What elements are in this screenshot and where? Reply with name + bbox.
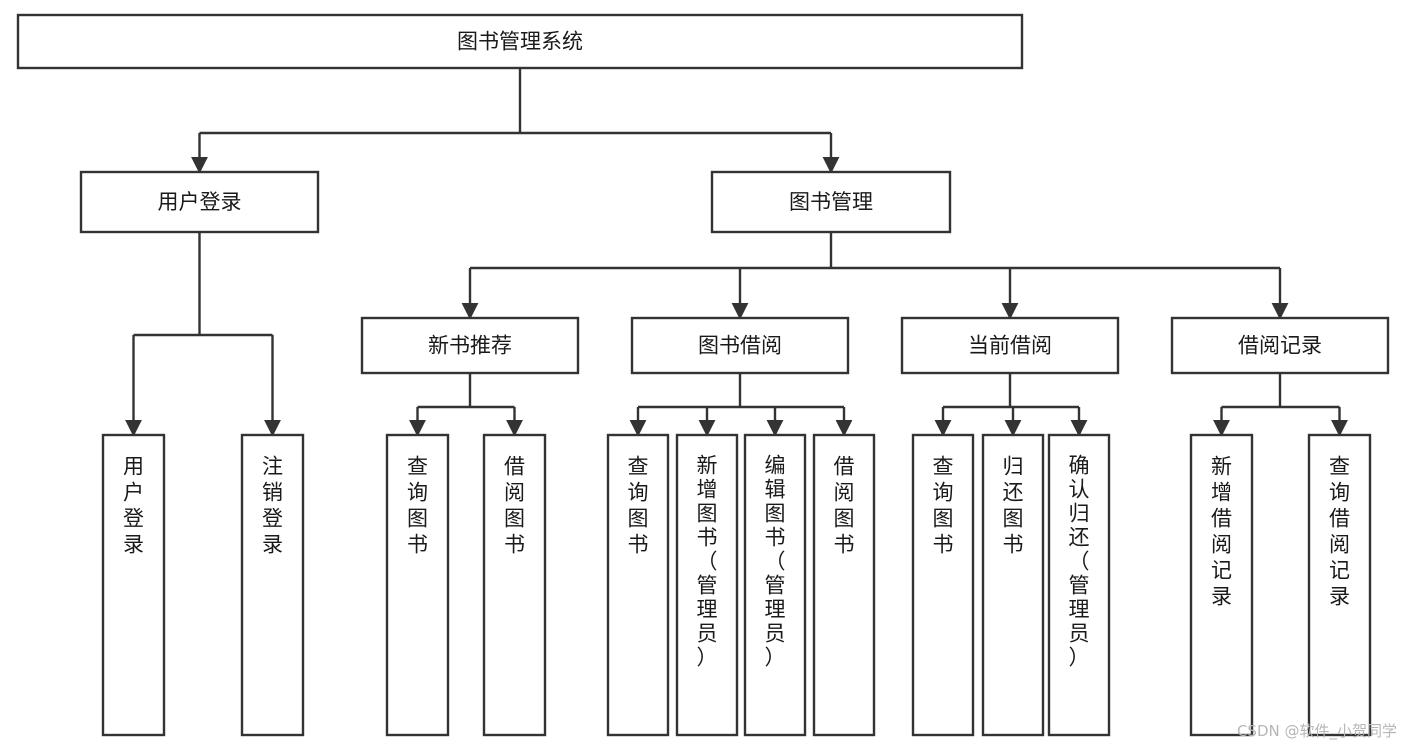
node-leaf-confirm-return[interactable]: 确认归还（管理员）: [1047, 433, 1111, 737]
node-box-leaf-add-record: [1189, 433, 1254, 737]
node-label-book-manage: 图书管理: [789, 190, 873, 214]
node-borrow-record[interactable]: 借阅记录: [1170, 316, 1390, 375]
node-label-leaf-edit-book: 编辑图书（管理员）: [765, 454, 786, 670]
node-leaf-add-book[interactable]: 新增图书（管理员）: [675, 433, 739, 737]
node-box-book-manage: [710, 170, 952, 234]
edge-group-book-manage: [461, 232, 1289, 320]
node-leaf-borrow-book-2[interactable]: 借阅图书: [812, 433, 876, 737]
node-leaf-query-book-1[interactable]: 查询图书: [385, 433, 450, 737]
node-box-leaf-query-record: [1307, 433, 1372, 737]
node-label-leaf-borrow-book-2: 借阅图书: [834, 455, 855, 557]
node-label-leaf-query-record: 查询借阅记录: [1329, 455, 1350, 609]
node-new-book-recommend[interactable]: 新书推荐: [360, 316, 580, 375]
node-leaf-logout[interactable]: 注销登录: [240, 433, 305, 737]
node-label-book-borrow: 图书借阅: [698, 334, 782, 358]
edge-group-new-book-recommend: [409, 373, 523, 437]
node-box-leaf-query-book-2: [606, 433, 670, 737]
node-box-leaf-logout: [240, 433, 305, 737]
node-label-leaf-query-book-3: 查询图书: [933, 455, 954, 557]
node-box-book-borrow: [630, 316, 850, 375]
node-box-borrow-record: [1170, 316, 1390, 375]
node-label-leaf-query-book-1: 查询图书: [407, 455, 428, 557]
node-label-new-book-recommend: 新书推荐: [428, 334, 512, 358]
node-user-login[interactable]: 用户登录: [79, 170, 320, 234]
node-box-leaf-user-login: [101, 433, 166, 737]
node-book-borrow[interactable]: 图书借阅: [630, 316, 850, 375]
node-leaf-user-login[interactable]: 用户登录: [101, 433, 166, 737]
node-box-user-login: [79, 170, 320, 234]
node-leaf-query-record[interactable]: 查询借阅记录: [1307, 433, 1372, 737]
node-leaf-query-book-3[interactable]: 查询图书: [911, 433, 975, 737]
edge-group-user-login: [125, 232, 281, 437]
node-box-root: [16, 13, 1024, 70]
node-leaf-add-record[interactable]: 新增借阅记录: [1189, 433, 1254, 737]
node-box-leaf-query-book-3: [911, 433, 975, 737]
edge-group-current-borrow: [934, 373, 1088, 437]
edge-group-book-borrow: [629, 373, 853, 437]
node-box-leaf-return-book: [981, 433, 1045, 737]
node-label-root: 图书管理系统: [457, 30, 583, 54]
node-label-leaf-query-book-2: 查询图书: [628, 455, 649, 557]
node-box-leaf-edit-book: [743, 433, 807, 737]
node-layer: 图书管理系统用户登录图书管理新书推荐图书借阅当前借阅借阅记录用户登录注销登录查询…: [16, 13, 1390, 737]
node-label-leaf-return-book: 归还图书: [1003, 455, 1024, 557]
node-box-new-book-recommend: [360, 316, 580, 375]
node-book-manage[interactable]: 图书管理: [710, 170, 952, 234]
node-box-current-borrow: [900, 316, 1120, 375]
node-leaf-borrow-book-1[interactable]: 借阅图书: [482, 433, 547, 737]
node-box-leaf-query-book-1: [385, 433, 450, 737]
node-label-user-login: 用户登录: [158, 190, 242, 214]
node-box-leaf-borrow-book-1: [482, 433, 547, 737]
node-label-leaf-add-book: 新增图书（管理员）: [697, 454, 718, 670]
node-leaf-query-book-2[interactable]: 查询图书: [606, 433, 670, 737]
node-label-current-borrow: 当前借阅: [968, 334, 1052, 358]
node-label-leaf-logout: 注销登录: [262, 455, 283, 557]
node-label-borrow-record: 借阅记录: [1238, 334, 1322, 358]
node-box-leaf-add-book: [675, 433, 739, 737]
node-label-leaf-borrow-book-1: 借阅图书: [504, 455, 525, 557]
edge-group-borrow-record: [1213, 373, 1348, 437]
node-label-leaf-add-record: 新增借阅记录: [1211, 455, 1232, 609]
node-label-leaf-user-login: 用户登录: [123, 455, 144, 557]
connector-layer: [125, 68, 1348, 437]
node-box-leaf-confirm-return: [1047, 433, 1111, 737]
node-label-leaf-confirm-return: 确认归还（管理员）: [1069, 454, 1090, 670]
node-leaf-edit-book[interactable]: 编辑图书（管理员）: [743, 433, 807, 737]
node-current-borrow[interactable]: 当前借阅: [900, 316, 1120, 375]
edge-group-root: [191, 68, 840, 174]
node-box-leaf-borrow-book-2: [812, 433, 876, 737]
csdn-watermark: CSDN @软件_小贺同学: [1236, 722, 1397, 740]
node-root[interactable]: 图书管理系统: [16, 13, 1024, 70]
node-leaf-return-book[interactable]: 归还图书: [981, 433, 1045, 737]
